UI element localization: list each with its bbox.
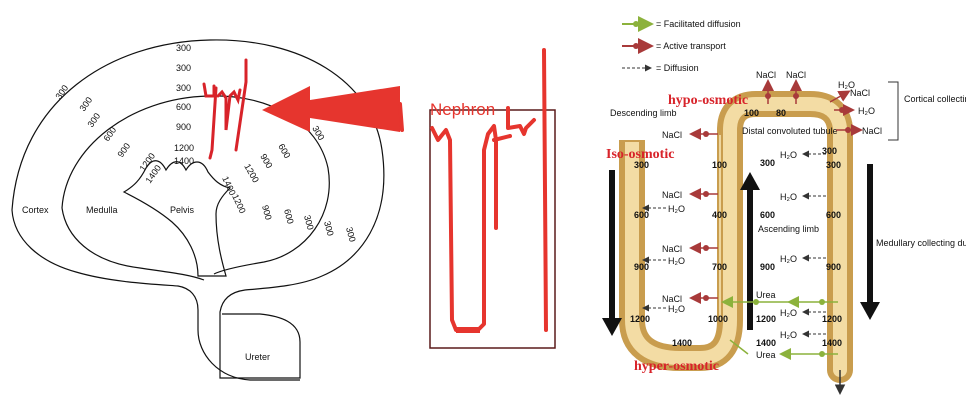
duct-value: 600 — [826, 210, 841, 220]
nacl-transport: NaCl NaCl NaCl NaCl NaCl NaCl NaCl NaCl — [662, 70, 882, 304]
legend-active: = Active transport — [656, 41, 726, 51]
kidney-value: 300 — [310, 124, 326, 142]
duct-top-value: 300 — [822, 146, 837, 156]
descending-limb-label: Descending limb — [610, 108, 677, 118]
nacl-top-label: NaCl — [756, 70, 776, 80]
kidney-value: 900 — [176, 122, 191, 132]
nephron-enlarged: Nephron — [398, 48, 556, 349]
ascending-limb-label: Ascending limb — [758, 224, 819, 234]
kidney-value: 600 — [282, 208, 296, 225]
kidney-diagram: 300 300 300 600 900 1200 1400 300 300 30… — [11, 39, 385, 381]
mid-value: 1200 — [756, 314, 776, 324]
pelvis-label: Pelvis — [170, 205, 195, 215]
kidney-value: 300 — [176, 63, 191, 73]
asc-value: 100 — [712, 160, 727, 170]
nacl-duct-label: NaCl — [862, 126, 882, 136]
kidney-value: 900 — [258, 152, 274, 170]
kidney-value: 300 — [77, 95, 94, 113]
kidney-value: 300 — [53, 83, 70, 101]
desc-value: 900 — [634, 262, 649, 272]
kidney-value: 1200 — [174, 143, 194, 153]
top-value: 100 — [744, 108, 759, 118]
h2o-cortical-label: H₂O — [858, 106, 875, 116]
mid-value: 900 — [760, 262, 775, 272]
water-diffusion: H₂O H₂O H₂O H₂O H₂O H₂O H₂O H₂O H₂O H₂O — [642, 80, 875, 340]
urea-label: Urea — [756, 290, 776, 300]
duct-value: 300 — [826, 160, 841, 170]
desc-value: 600 — [634, 210, 649, 220]
kidney-value: 300 — [302, 214, 316, 231]
duct-value: 900 — [826, 262, 841, 272]
nephron-box — [429, 109, 556, 349]
mid-value: 600 — [760, 210, 775, 220]
kidney-value: 900 — [115, 141, 132, 159]
h2o-label: H₂O — [668, 256, 685, 266]
desc-value: 1200 — [630, 314, 650, 324]
pointer-arrow — [262, 86, 400, 132]
nacl-duct-label: NaCl — [850, 88, 870, 98]
h2o-duct-label: H₂O — [780, 150, 797, 160]
nephron-tubule-sketch — [398, 48, 548, 332]
kidney-value: 600 — [176, 102, 191, 112]
ureter-label: Ureter — [245, 352, 270, 362]
nacl-top-label: NaCl — [786, 70, 806, 80]
medulla-label: Medulla — [86, 205, 118, 215]
asc-value: 400 — [712, 210, 727, 220]
legend-diffusion: = Diffusion — [656, 63, 699, 73]
top-value: 80 — [776, 108, 786, 118]
h2o-label: H₂O — [668, 204, 685, 214]
nacl-label: NaCl — [662, 130, 682, 140]
urea-diffusion: Urea Urea — [721, 290, 838, 360]
kidney-value: 300 — [85, 111, 102, 129]
duct-value: 1400 — [822, 338, 842, 348]
kidney-value: 600 — [276, 142, 292, 160]
desc-value: 300 — [634, 160, 649, 170]
kidney-medulla-outline — [61, 95, 330, 275]
kidney-outer-outline — [11, 39, 385, 379]
hypo-osmotic-label: hypo-osmotic — [668, 93, 748, 108]
h2o-cortical-label: H₂O — [838, 80, 855, 90]
kidney-value: 300 — [176, 83, 191, 93]
h2o-duct-label: H₂O — [780, 308, 797, 318]
kidney-pelvis-outline — [122, 160, 232, 277]
medullary-duct-label: Medullary collecting duct — [876, 238, 966, 248]
duct-value: 1200 — [822, 314, 842, 324]
mid-value: 1400 — [756, 338, 776, 348]
kidney-value: 300 — [176, 43, 191, 53]
kidney-value: 900 — [260, 204, 274, 221]
iso-osmotic-label: Iso-osmotic — [606, 147, 674, 162]
hyper-osmotic-label: hyper-osmotic — [634, 359, 719, 374]
legend: = Facilitated diffusion = Active transpo… — [622, 16, 741, 73]
mid-value: 300 — [760, 158, 775, 168]
distal-tubule-label: Distal convoluted tubule — [742, 126, 838, 136]
kidney-value: 300 — [344, 226, 358, 243]
urea-label: Urea — [756, 350, 776, 360]
henle-loop-diagram: = Facilitated diffusion = Active transpo… — [602, 16, 966, 395]
h2o-duct-label: H₂O — [780, 254, 797, 264]
kidney-nephron-sketch — [202, 58, 248, 160]
legend-facilitated: = Facilitated diffusion — [656, 19, 741, 29]
cortical-duct-label: Cortical collecting duct — [904, 94, 966, 104]
asc-value: 1000 — [708, 314, 728, 324]
asc-value: 700 — [712, 262, 727, 272]
nephron-label: Nephron — [430, 100, 495, 119]
nacl-label: NaCl — [662, 294, 682, 304]
kidney-value: 600 — [101, 125, 118, 143]
nacl-label: NaCl — [662, 190, 682, 200]
bottom-value: 1400 — [672, 338, 692, 348]
h2o-duct-label: H₂O — [780, 192, 797, 202]
h2o-duct-label: H₂O — [780, 330, 797, 340]
kidney-value: 300 — [322, 220, 336, 237]
kidney-value: 1400 — [174, 156, 194, 166]
kidney-value: 1200 — [242, 162, 261, 184]
h2o-label: H₂O — [668, 304, 685, 314]
kidney-value: 1200 — [230, 193, 248, 215]
cortex-label: Cortex — [22, 205, 49, 215]
nacl-label: NaCl — [662, 244, 682, 254]
